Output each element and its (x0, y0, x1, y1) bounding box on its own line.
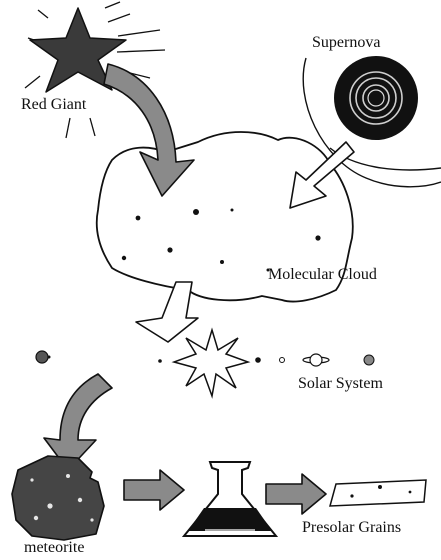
presolar-grains-slide (330, 480, 426, 506)
supernova-remnant (334, 56, 418, 140)
sun-burst (174, 330, 248, 396)
meteorite-label: meteorite (24, 540, 84, 556)
chemistry-flask (184, 462, 276, 536)
arrow-flask-to-grains (266, 474, 326, 514)
arrow-meteorite-to-flask (124, 470, 184, 510)
outer-planet (36, 351, 48, 363)
meteorite-rock (12, 456, 104, 540)
arrow-cloud-to-solar-system (136, 282, 198, 342)
ringed-planet (303, 354, 329, 366)
arrow-solar-system-to-meteorite (44, 374, 112, 470)
molecular-cloud-label: Molecular Cloud (268, 267, 377, 283)
supernova-label: Supernova (312, 35, 380, 51)
presolar-grains-label: Presolar Grains (302, 520, 401, 536)
red-giant-label: Red Giant (21, 97, 86, 113)
solar-system-label: Solar System (298, 376, 383, 392)
